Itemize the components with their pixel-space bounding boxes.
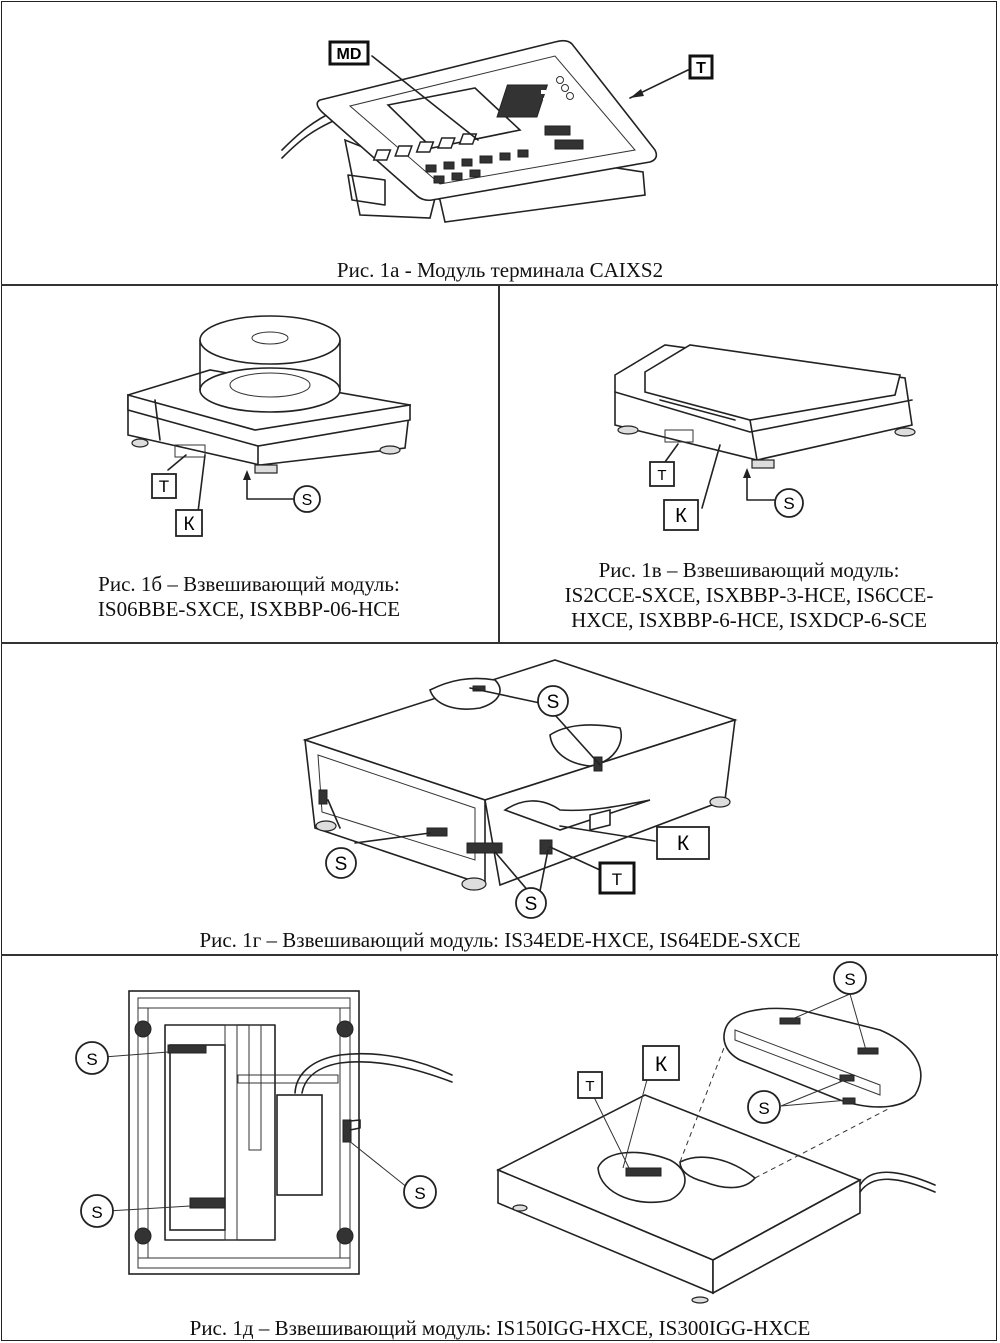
label-s: S [758,1099,769,1118]
label-t: T [612,870,622,889]
caption-line: Рис. 1в – Взвешивающий модуль: [598,558,900,582]
label-t: T [696,60,706,77]
open-weighing-module-illustration: S S S К T [302,659,738,919]
caption-text: Рис. 1а - Модуль терминала CAIXS2 [336,258,664,282]
caption-line: HXCE, ISXBBP-6-HCE, ISXDCP-6-SCE [571,608,927,632]
label-t: T [585,1078,594,1095]
label-k: К [675,505,687,527]
label-s: S [525,894,538,915]
label-s: S [302,492,313,509]
figure-1g-caption: Рис. 1г – Взвешивающий модуль: IS34EDE-H… [0,928,1000,953]
terminal-module-illustration: MD T [281,39,714,223]
label-s: S [86,1050,97,1069]
label-s: S [414,1184,425,1203]
label-md: MD [337,46,362,63]
caption-text: Рис. 1г – Взвешивающий модуль: IS34EDE-H… [199,928,801,952]
label-k: К [677,832,690,855]
label-k: К [183,514,194,535]
caption-text: Рис. 1д – Взвешивающий модуль: IS150IGG-… [189,1316,811,1340]
label-s: S [547,692,560,713]
label-s: S [783,494,794,513]
label-t: T [159,477,169,496]
figure-1a-caption: Рис. 1а - Модуль терминала CAIXS2 [0,258,1000,283]
label-s: S [91,1203,102,1222]
figure-1v-caption: Рис. 1в – Взвешивающий модуль: IS2CCE-SX… [500,558,998,633]
figure-1d-caption: Рис. 1д – Взвешивающий модуль: IS150IGG-… [0,1316,1000,1341]
figure-1d-panel: S S S S S T [0,956,1000,1342]
label-k: К [655,1053,668,1076]
caption-line: IS2CCE-SXCE, ISXBBP-3-HCE, IS6CCE- [564,583,934,607]
figure-1v-panel: T К S Рис. 1в – Взвешивающий модуль: IS2… [500,286,998,642]
figure-1g-panel: S S S К T Рис. 1г – Взвешивающий модуль:… [0,644,1000,954]
figure-1b-caption: Рис. 1б – Взвешивающий модуль: IS06BBE-S… [0,572,498,622]
figure-1a-panel: MD T Рис. 1а - Модуль терминала CAIXS2 [0,0,1000,284]
balance-with-draft-shield-illustration: T К S [127,315,411,537]
label-s: S [335,854,348,875]
caption-line: Рис. 1б – Взвешивающий модуль: [98,572,400,596]
label-s: S [844,970,855,989]
platform-balance-illustration: T К S [614,344,916,531]
caption-line: IS06BBE-SXCE, ISXBBP-06-HCE [97,597,401,621]
floor-scale-illustration: S S S S S T [75,961,936,1304]
figure-1b-panel: T К S Рис. 1б – Взвешивающий модуль: IS0… [0,286,498,642]
column-divider [498,285,500,643]
row-divider [1,642,998,644]
label-t: T [657,467,666,484]
row-divider [1,954,998,956]
